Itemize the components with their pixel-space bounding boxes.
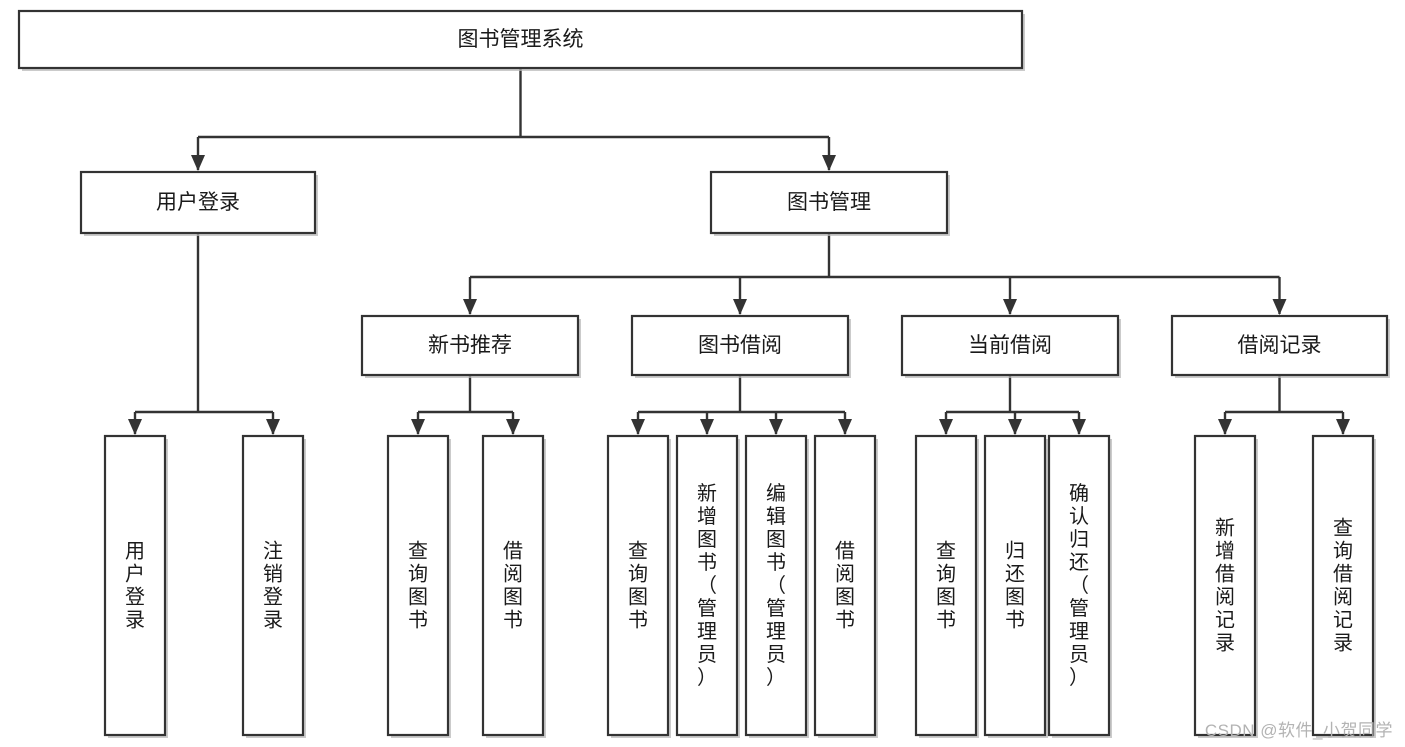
node-label: 借阅图书: [503, 539, 523, 631]
node-user-login-do[interactable]: 用户登录: [103, 434, 168, 738]
node-label: 用户登录: [156, 191, 240, 214]
node-rect[interactable]: [241, 434, 305, 737]
arrow-to-user-logout: [266, 419, 280, 435]
node-query-book-3[interactable]: 查询图书: [914, 434, 979, 738]
arrow-to-add-borrow-record: [1218, 419, 1232, 435]
node-label: 图书借阅: [698, 334, 782, 357]
node-rect[interactable]: [630, 314, 850, 377]
arrow-to-return-book: [1008, 419, 1022, 435]
node-rect[interactable]: [1170, 314, 1389, 377]
arrow-to-user-login-do: [128, 419, 142, 435]
node-label: 归还图书: [1005, 539, 1025, 631]
arrow-to-add-book-admin: [700, 419, 714, 435]
node-rect[interactable]: [744, 434, 808, 737]
connectors-layer: [128, 68, 1350, 435]
node-rect[interactable]: [360, 314, 580, 377]
node-book-borrow[interactable]: 图书借阅: [630, 314, 851, 378]
arrow-to-edit-book-admin: [769, 419, 783, 435]
node-rect[interactable]: [481, 434, 545, 737]
arrow-to-query-book-2: [631, 419, 645, 435]
node-rect[interactable]: [1311, 434, 1375, 737]
node-book-management[interactable]: 图书管理: [709, 170, 950, 236]
node-label: 新书推荐: [428, 334, 512, 357]
arrow-to-query-book-3: [939, 419, 953, 435]
node-label: 借阅图书: [835, 539, 855, 631]
node-label: 新增借阅记录: [1215, 516, 1235, 654]
arrow-to-user-login: [191, 155, 205, 171]
arrow-to-query-book-1: [411, 419, 425, 435]
node-query-book-1[interactable]: 查询图书: [386, 434, 451, 738]
node-label: 确认归还（管理员）: [1069, 482, 1089, 689]
node-query-book-2[interactable]: 查询图书: [606, 434, 671, 738]
node-rect[interactable]: [900, 314, 1120, 377]
arrow-to-borrow-book-2: [838, 419, 852, 435]
node-rect[interactable]: [1047, 434, 1111, 737]
arrow-to-confirm-return-admin: [1072, 419, 1086, 435]
node-label: 查询图书: [936, 539, 956, 631]
node-label: 编辑图书（管理员）: [766, 482, 786, 689]
node-label: 查询借阅记录: [1333, 516, 1353, 654]
node-label: 图书管理系统: [458, 28, 584, 51]
node-rect[interactable]: [606, 434, 670, 737]
node-user-login[interactable]: 用户登录: [79, 170, 318, 236]
node-current-borrow[interactable]: 当前借阅: [900, 314, 1121, 378]
node-rect[interactable]: [675, 434, 739, 737]
node-rect[interactable]: [914, 434, 978, 737]
nodes-layer: 图书管理系统用户登录图书管理新书推荐图书借阅当前借阅借阅记录用户登录注销登录查询…: [17, 9, 1390, 738]
node-rect[interactable]: [983, 434, 1047, 737]
node-borrow-record[interactable]: 借阅记录: [1170, 314, 1390, 378]
node-add-borrow-record[interactable]: 新增借阅记录: [1193, 434, 1258, 738]
node-return-book[interactable]: 归还图书: [983, 434, 1048, 738]
node-rect[interactable]: [386, 434, 450, 737]
arrow-to-new-book-recommend: [463, 299, 477, 315]
node-label: 查询图书: [628, 539, 648, 631]
arrow-to-current-borrow: [1003, 299, 1017, 315]
node-add-book-admin[interactable]: 新增图书（管理员）: [675, 434, 740, 738]
node-root[interactable]: 图书管理系统: [17, 9, 1025, 71]
node-rect[interactable]: [17, 9, 1024, 70]
watermark-label: CSDN @软件_小贺同学: [1204, 721, 1393, 740]
node-rect[interactable]: [103, 434, 167, 737]
node-borrow-book-2[interactable]: 借阅图书: [813, 434, 878, 738]
node-label: 注销登录: [263, 539, 283, 631]
node-label: 图书管理: [787, 191, 871, 214]
arrow-to-borrow-book-1: [506, 419, 520, 435]
node-query-borrow-record[interactable]: 查询借阅记录: [1311, 434, 1376, 738]
node-rect[interactable]: [709, 170, 949, 235]
node-new-book-recommend[interactable]: 新书推荐: [360, 314, 581, 378]
node-rect[interactable]: [1193, 434, 1257, 737]
node-confirm-return-admin[interactable]: 确认归还（管理员）: [1047, 434, 1112, 738]
node-user-logout[interactable]: 注销登录: [241, 434, 306, 738]
arrow-to-query-borrow-record: [1336, 419, 1350, 435]
arrow-to-book-borrow: [733, 299, 747, 315]
node-label: 当前借阅: [968, 334, 1052, 357]
node-label: 用户登录: [125, 540, 145, 631]
node-label: 查询图书: [408, 539, 428, 631]
node-borrow-book-1[interactable]: 借阅图书: [481, 434, 546, 738]
arrow-to-book-management: [822, 155, 836, 171]
node-label: 新增图书（管理员）: [697, 482, 717, 689]
arrow-to-borrow-record: [1272, 299, 1287, 315]
node-edit-book-admin[interactable]: 编辑图书（管理员）: [744, 434, 809, 738]
node-label: 借阅记录: [1238, 334, 1322, 357]
node-rect[interactable]: [813, 434, 877, 737]
node-rect[interactable]: [79, 170, 317, 235]
